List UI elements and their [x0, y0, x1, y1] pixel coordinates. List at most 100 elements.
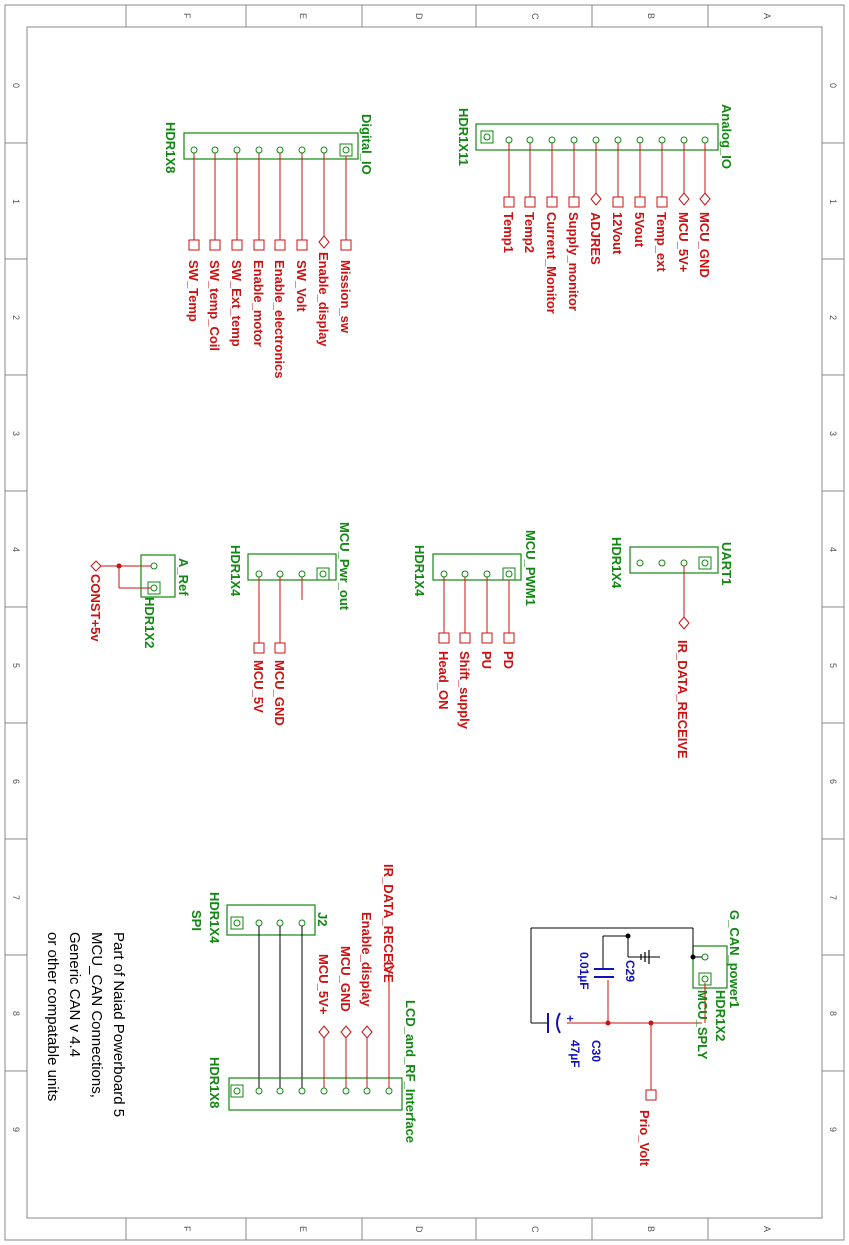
component-type: HDR1X4 [609, 537, 624, 589]
net-label: SW_temp_Coil [207, 260, 222, 351]
grid-labels: 0 1 2 3 4 5 6 7 8 9 0 1 2 3 4 5 6 7 8 9 … [11, 13, 838, 1233]
capacitor-name: C30 [589, 1040, 603, 1062]
connector-analog-io: Analog_IO HDR1X11 MCU_GND MCU_5V+ Temp_e… [456, 104, 734, 314]
grid-row-label: F [182, 13, 192, 19]
grid-col-label: 3 [11, 431, 21, 436]
net-label: CONST+5v [88, 574, 103, 642]
note-line: Generic CAN v 4.4 [66, 932, 83, 1057]
grid-row-label: D [414, 13, 424, 20]
net-label: Enable_display [316, 252, 331, 347]
net-label: Current_Monitor [544, 212, 559, 314]
connector-j2: J2 HDR1X4 SPI [189, 892, 330, 1088]
grid-col-label: 1 [11, 199, 21, 204]
net-label: Temp1 [501, 212, 516, 253]
net-label: MCU_GND [697, 212, 712, 278]
connector-uart1: UART1 HDR1X4 IR_DATA_RECEIVE [609, 537, 734, 759]
net-label: Temp2 [522, 212, 537, 253]
net-label: IR_DATA_RECEIVE [381, 864, 396, 983]
component-name: LCD_and_RF_Interface [403, 1000, 418, 1143]
grid-col-label: 2 [11, 315, 21, 320]
component-name: MCU_PWM1 [523, 530, 538, 606]
net-label: 12Vout [610, 212, 625, 255]
net-label: 5Vout [632, 212, 647, 248]
component-name: G_CAN_power1 [727, 910, 742, 1008]
net-label: IR_DATA_RECEIVE [675, 640, 690, 759]
component-subtype: SPI [189, 910, 204, 931]
grid-col-label: 4 [828, 547, 838, 552]
component-subtype: MCU_SPLY [695, 990, 710, 1060]
net-label: MCU_5V [251, 660, 266, 713]
grid-row-label: A [762, 13, 772, 19]
net-label: SW_Ext_temp [229, 260, 244, 347]
component-type: HDR1X2 [713, 990, 728, 1041]
connector-lcd-rf-interface: LCD_and_RF_Interface HDR1X8 IR_DATA_RECE… [207, 864, 418, 1143]
sheet-note: Part of Naiad Powerboard 5 MCU_CAN Conne… [44, 932, 127, 1117]
grid-col-label: 6 [828, 779, 838, 784]
net-label: SW_Temp [186, 260, 201, 322]
note-line: Part of Naiad Powerboard 5 [110, 932, 127, 1117]
connector-mcu-pwr-out: MCU_Pwr_out HDR1X4 MCU_GND MCU_5V [228, 522, 352, 726]
grid-col-label: 4 [11, 547, 21, 552]
grid-col-label: 2 [828, 315, 838, 320]
component-type: HDR1X8 [163, 122, 178, 173]
component-type: HDR1X4 [207, 892, 222, 944]
grid-col-label: 9 [11, 1127, 21, 1132]
capacitor-c30 [547, 1012, 561, 1034]
net-label: Temp_ext [654, 212, 669, 272]
component-type: HDR1X4 [412, 545, 427, 597]
component-name: UART1 [719, 542, 734, 585]
component-type: HDR1X8 [207, 1057, 222, 1108]
component-type: HDR1X2 [142, 597, 157, 648]
net-label: Head_ON [436, 651, 451, 710]
component-type: HDR1X11 [456, 108, 471, 166]
grid-col-label: 8 [11, 1011, 21, 1016]
connector-g-can-power1: + G_CAN_power1 HDR1X2 MCU_SPLY C29 0.01µ… [530, 910, 742, 1167]
grid-row-label: E [298, 13, 308, 19]
net-label: Prio_Volt [637, 1110, 652, 1167]
grid-row-label: B [646, 1226, 656, 1232]
connector-digital-io: Digital_IO HDR1X8 Mission_sw Enable_disp… [163, 114, 374, 379]
net-label: SW_Volt [294, 260, 309, 312]
component-name: A_Ref [176, 558, 191, 596]
grid-row-label: A [762, 1226, 772, 1232]
grid-col-label: 5 [11, 663, 21, 668]
grid-col-label: 1 [828, 199, 838, 204]
capacitor-value: 47µF [568, 1040, 582, 1068]
polarity-mark: + [563, 1015, 577, 1022]
note-line: MCU_CAN Connections, [88, 932, 105, 1098]
grid-col-label: 5 [828, 663, 838, 668]
connector-a-ref: A_Ref HDR1X2 CONST+5v [88, 554, 191, 648]
net-label: PU [479, 651, 494, 669]
grid-col-label: 3 [828, 431, 838, 436]
capacitor-value: 0.01µF [577, 952, 591, 990]
component-name: Analog_IO [719, 104, 734, 169]
connector-mcu-pwm1: MCU_PWM1 HDR1X4 PD PU Shift_supply Head_… [412, 530, 538, 730]
net-label: Enable_display [359, 912, 374, 1007]
net-label: MCU_GND [272, 660, 287, 726]
component-type: HDR1X4 [228, 545, 243, 597]
net-label: MCU_5V+ [676, 212, 691, 273]
net-label: Enable_motor [251, 260, 266, 347]
component-name: J2 [315, 912, 330, 926]
sheet-frame [4, 4, 845, 1241]
grid-col-label: 0 [11, 83, 21, 88]
grid-col-label: 7 [11, 895, 21, 900]
grid-col-label: 0 [828, 83, 838, 88]
capacitor-name: C29 [623, 960, 637, 982]
grid-col-label: 7 [828, 895, 838, 900]
note-line: or other compatable units [44, 932, 61, 1101]
grid-row-label: F [182, 1226, 192, 1232]
grid-row-label: C [530, 1226, 540, 1233]
net-label: PD [501, 651, 516, 669]
net-label: MCU_5V+ [316, 954, 331, 1015]
net-label: Mission_sw [338, 260, 353, 334]
component-name: Digital_IO [359, 114, 374, 175]
grid-col-label: 8 [828, 1011, 838, 1016]
net-label: Supply_monitor [566, 212, 581, 311]
grid-col-label: 6 [11, 779, 21, 784]
grid-row-label: B [646, 13, 656, 19]
net-label: Shift_supply [457, 651, 472, 730]
grid-col-label: 9 [828, 1127, 838, 1132]
net-label: MCU_GND [338, 946, 353, 1012]
